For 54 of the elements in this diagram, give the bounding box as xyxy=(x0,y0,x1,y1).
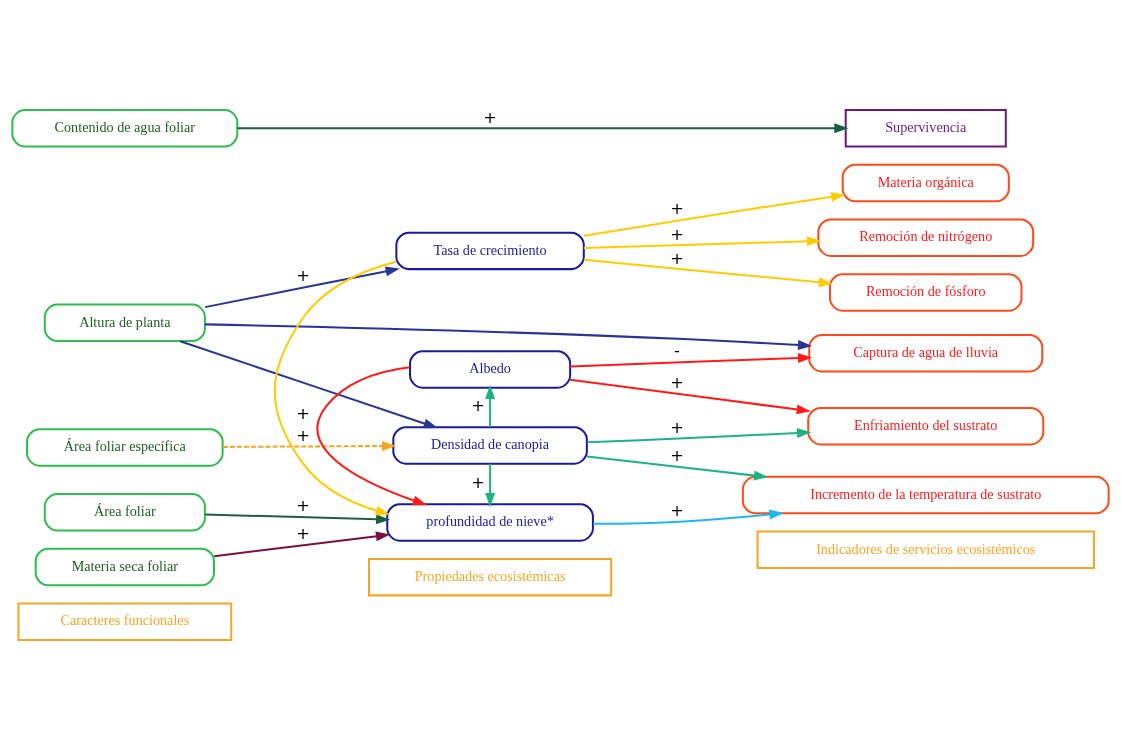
edge-label: + xyxy=(296,495,310,515)
node-box: Remoción de fósforo xyxy=(829,272,1023,312)
node-box: Indicadores de servicios ecosistémicos xyxy=(756,530,1095,569)
arrow xyxy=(204,322,813,350)
node-box: profundidad de nieve* xyxy=(386,502,594,542)
node-box: Supervivencia xyxy=(844,108,1007,148)
edge-label: + xyxy=(296,425,310,445)
arrow xyxy=(583,191,846,237)
arrow xyxy=(179,339,438,428)
edge-label: + xyxy=(296,265,310,285)
arrow xyxy=(237,122,849,133)
node-box: Propiedades ecosistémicas xyxy=(368,557,613,596)
arrow xyxy=(570,378,811,414)
node-box: Caracteres funcionales xyxy=(17,601,233,641)
node-box: Materia orgánica xyxy=(841,163,1010,202)
edge-label: + xyxy=(471,472,485,492)
edge-label: + xyxy=(296,523,310,543)
edge-label: + xyxy=(670,248,684,268)
arrow xyxy=(586,454,769,480)
edge-label: + xyxy=(471,395,485,415)
edge-label: + xyxy=(670,500,684,520)
edge-label: + xyxy=(670,372,684,392)
node-box: Área foliar específica xyxy=(26,427,224,467)
arrow xyxy=(273,260,397,515)
node-box: Remoción de nitrógeno xyxy=(817,217,1035,257)
arrow xyxy=(485,463,496,507)
arrow xyxy=(485,384,496,427)
edge-label: + xyxy=(670,417,684,437)
edge-label: + xyxy=(670,445,684,465)
edge-label: + xyxy=(483,107,497,127)
arrow xyxy=(204,265,400,308)
edge-label: + xyxy=(296,403,310,423)
node-box: Área foliar xyxy=(43,492,206,532)
node-box: Enfriamiento del sustrato xyxy=(807,406,1045,445)
edge-label: - xyxy=(674,340,680,360)
node-box: Altura de planta xyxy=(43,303,206,342)
node-box: Contenido de agua foliar xyxy=(11,108,239,148)
node-box: Densidad de canopia xyxy=(392,425,588,465)
arrow xyxy=(570,352,813,367)
node-box: Captura de agua de lluvia xyxy=(808,333,1044,372)
arrow xyxy=(583,235,822,249)
node-box: Materia seca foliar xyxy=(34,547,215,586)
arrow xyxy=(587,427,812,443)
arrow xyxy=(214,530,391,557)
node-box: Tasa de crecimiento xyxy=(395,231,585,270)
node-box: Incremento de la temperatura de sustrato xyxy=(741,475,1110,514)
arrow xyxy=(583,258,833,287)
edge-label: + xyxy=(670,224,684,244)
arrow xyxy=(205,512,391,524)
arrow xyxy=(222,440,397,451)
node-box: Albedo xyxy=(409,349,572,389)
arrow xyxy=(316,365,428,505)
arrow xyxy=(593,509,784,525)
edge-label: + xyxy=(670,198,684,218)
